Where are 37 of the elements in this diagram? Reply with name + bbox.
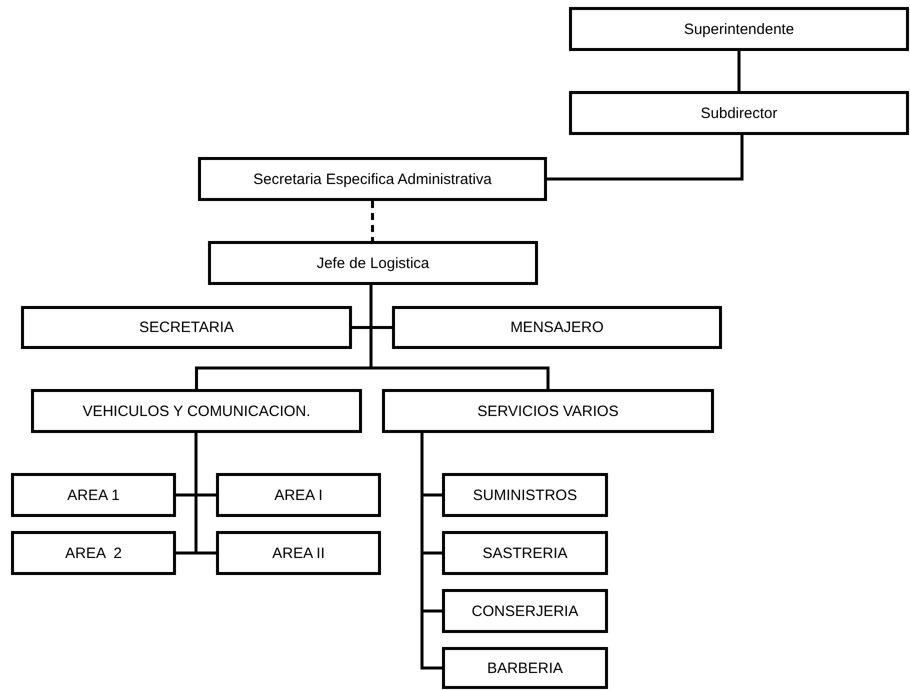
box-label: VEHICULOS Y COMUNICACION. — [82, 402, 310, 420]
box-label: AREA 1 — [67, 486, 120, 504]
connector-line — [547, 135, 744, 180]
box-label: MENSAJERO — [510, 319, 604, 336]
org-box — [11, 473, 176, 517]
box-label: AREA I — [274, 486, 323, 504]
box-label: Jefe de Logistica — [316, 254, 430, 272]
org-box — [442, 531, 608, 575]
org-box — [442, 589, 608, 633]
connector-line — [370, 285, 550, 389]
org-box — [11, 531, 176, 575]
dashed-connector — [371, 201, 374, 241]
connector-line — [420, 433, 442, 670]
org-box — [21, 306, 352, 349]
box-label: SUMINISTROS — [472, 486, 578, 504]
org-box — [569, 91, 909, 135]
org-box — [442, 473, 608, 517]
box-label: Secretaria Especifica Administrativa — [253, 170, 492, 188]
box-label: Subdirector — [700, 104, 778, 122]
box-label: CONSERJERIA — [472, 602, 578, 620]
org-box — [198, 157, 547, 201]
org-box — [216, 473, 381, 517]
org-box — [31, 389, 362, 433]
org-box — [392, 306, 722, 349]
box-label: AREA II — [272, 544, 325, 562]
box-label: SASTRERIA — [482, 544, 568, 562]
box-label: AREA 2 — [65, 544, 122, 562]
org-box — [382, 389, 714, 433]
box-label: Superintendente — [684, 20, 794, 38]
box-label: SECRETARIA — [139, 319, 234, 336]
org-box — [569, 7, 909, 51]
box-label: BARBERIA — [487, 660, 563, 676]
box-label: SERVICIOS VARIOS — [477, 402, 619, 420]
org-box — [442, 647, 608, 689]
connector-line — [738, 51, 740, 91]
org-box — [216, 531, 381, 575]
org-box — [208, 241, 538, 285]
